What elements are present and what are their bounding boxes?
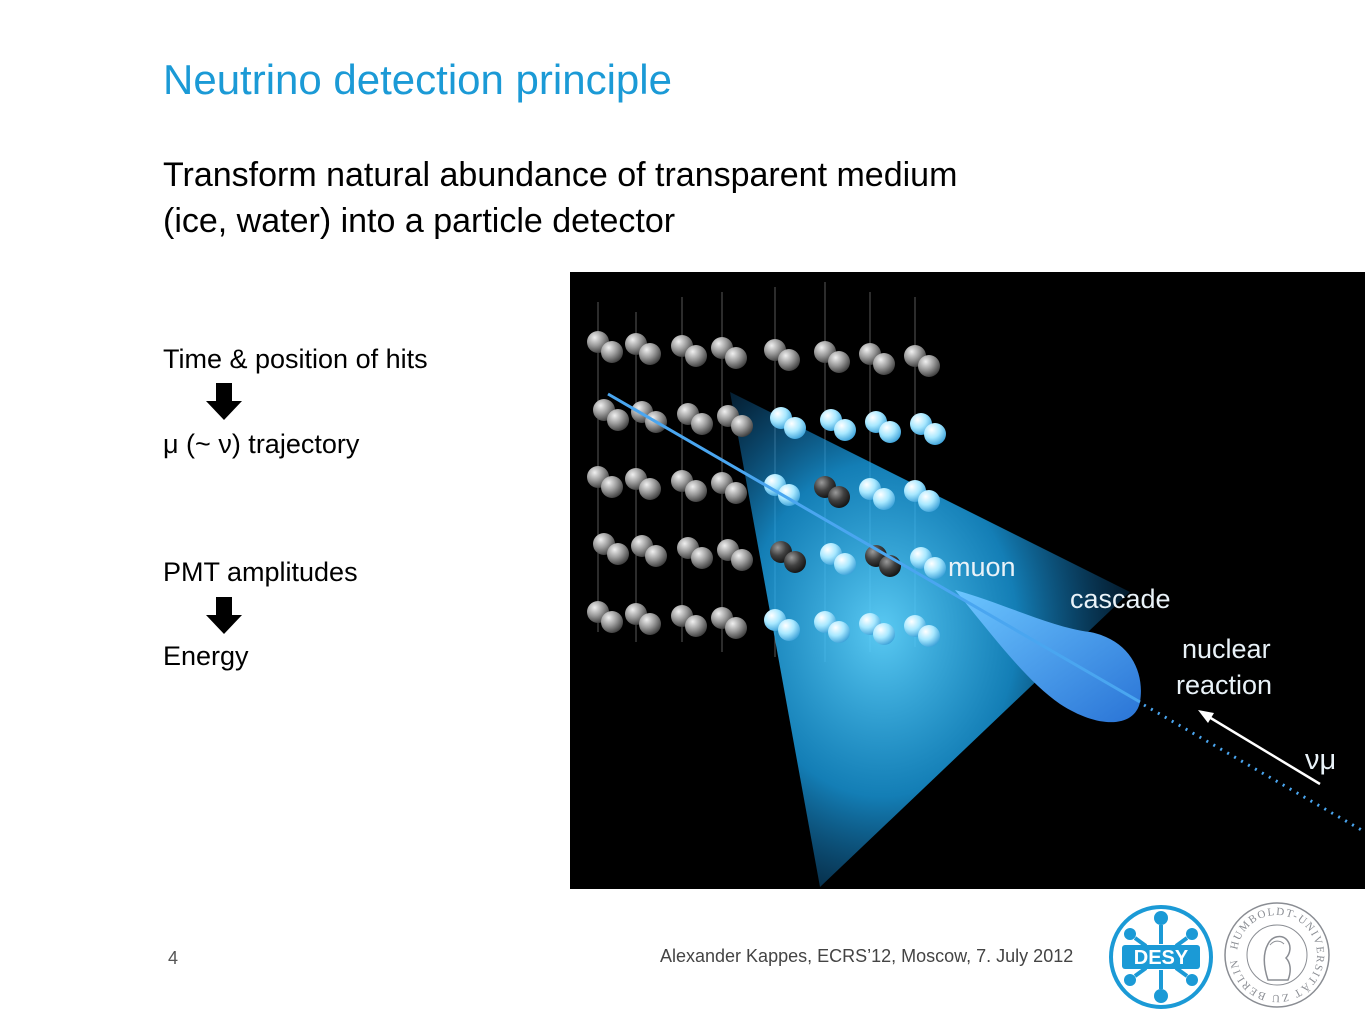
label-muon: muon — [948, 552, 1016, 582]
optical-module — [691, 413, 713, 435]
optical-module — [834, 419, 856, 441]
optical-module — [731, 415, 753, 437]
optical-module — [834, 553, 856, 575]
optical-module — [601, 476, 623, 498]
optical-module — [691, 547, 713, 569]
optical-module — [778, 619, 800, 641]
optical-module — [639, 343, 661, 365]
optical-module — [784, 417, 806, 439]
subtitle-line-2: (ice, water) into a particle detector — [163, 202, 676, 240]
detector-illustration: muon cascade nuclear reaction νμ — [570, 272, 1365, 889]
optical-module — [645, 545, 667, 567]
optical-module — [828, 351, 850, 373]
humboldt-university-seal: HUMBOLDT-UNIVERSITÄT ZU BERLIN — [1224, 902, 1330, 1008]
step2-result: Energy — [163, 641, 249, 671]
optical-module — [828, 621, 850, 643]
optical-module — [731, 549, 753, 571]
optical-module — [685, 480, 707, 502]
optical-module — [873, 623, 895, 645]
muon-track — [607, 392, 1141, 704]
down-arrow-icon — [206, 383, 242, 420]
neutrino-direction-arrow — [1203, 712, 1321, 786]
optical-modules — [587, 331, 946, 647]
optical-module — [784, 551, 806, 573]
label-numu: νμ — [1305, 744, 1337, 776]
portrait-profile — [1263, 935, 1291, 981]
optical-module — [639, 613, 661, 635]
optical-module — [918, 355, 940, 377]
optical-module — [879, 421, 901, 443]
desy-logo-text: DESY — [1134, 947, 1189, 969]
down-arrow-icon — [206, 597, 242, 634]
optical-module — [685, 345, 707, 367]
label-nuclear: nuclear — [1182, 634, 1271, 664]
optical-module — [607, 409, 629, 431]
seal-ring-text: HUMBOLDT-UNIVERSITÄT ZU BERLIN — [1228, 906, 1326, 1004]
arrow-head — [1198, 710, 1214, 723]
optical-module — [685, 615, 707, 637]
optical-module — [601, 341, 623, 363]
optical-module — [601, 611, 623, 633]
optical-module — [639, 478, 661, 500]
optical-module — [924, 423, 946, 445]
subtitle-line-1: Transform natural abundance of transpare… — [163, 156, 958, 194]
optical-module — [924, 557, 946, 579]
optical-module — [607, 543, 629, 565]
detector-graphic — [587, 282, 1365, 887]
step1-label: Time & position of hits — [163, 344, 428, 374]
optical-module — [873, 353, 895, 375]
slide-title: Neutrino detection principle — [163, 56, 672, 103]
optical-module — [725, 347, 747, 369]
footer-text: Alexander Kappes, ECRS’12, Moscow, 7. Ju… — [660, 946, 1074, 966]
optical-module — [725, 482, 747, 504]
label-reaction: reaction — [1176, 670, 1273, 700]
desy-logo: DESY — [1109, 905, 1213, 1009]
optical-module — [873, 488, 895, 510]
step2-label: PMT amplitudes — [163, 557, 358, 587]
optical-module — [828, 486, 850, 508]
page-number: 4 — [168, 948, 179, 968]
step1-result: μ (~ ν) trajectory — [163, 429, 360, 459]
label-cascade: cascade — [1070, 584, 1171, 614]
optical-module — [725, 617, 747, 639]
optical-module — [918, 490, 940, 512]
optical-module — [918, 625, 940, 647]
optical-module — [778, 349, 800, 371]
